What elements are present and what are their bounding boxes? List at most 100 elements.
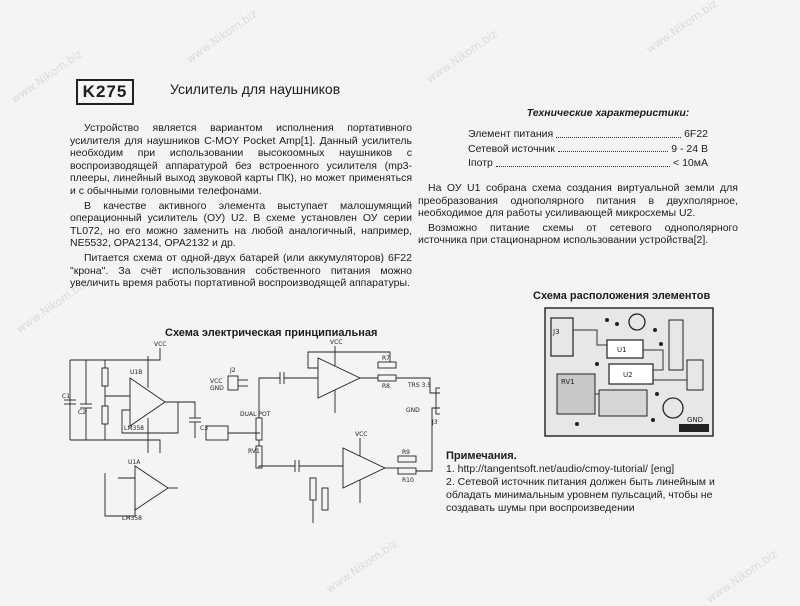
- pcb-pad: [651, 418, 655, 422]
- description-paragraph: Питается схема от одной-двух батарей (ил…: [70, 251, 412, 290]
- spec-value: 9 - 24 В: [671, 142, 708, 155]
- pcb-pad: [653, 328, 657, 332]
- pcb-component: [668, 319, 684, 371]
- layout-title: Схема расположения элементов: [533, 290, 711, 302]
- circuit-paragraph: На ОУ U1 собрана схема создания виртуаль…: [418, 182, 738, 220]
- label-gnd: GND: [406, 407, 420, 414]
- description: Устройство является вариантом исполнения…: [70, 122, 412, 292]
- resistor-r8: [377, 374, 397, 382]
- label-c1: C1: [62, 393, 70, 400]
- resistor-r9: [397, 455, 417, 463]
- watermark-6: www.Nikom.biz: [323, 537, 400, 596]
- pcb-pad: [595, 362, 599, 366]
- schematic-diagram: U1B LM358 U1A LM358 VCC VCC GND VCC VCC …: [62, 339, 440, 523]
- pcb-chip-u2: [608, 363, 654, 385]
- watermark-2: www.Nikom.biz: [183, 7, 260, 66]
- spec-leader: [557, 142, 669, 152]
- label-gnd: GND: [210, 385, 224, 392]
- pcb-capacitor: [662, 397, 684, 419]
- wire: [70, 439, 161, 453]
- pcb-trace: [573, 329, 607, 346]
- wire: [258, 377, 280, 418]
- pcb-capacitor: [628, 313, 646, 331]
- specs-block: Технические характеристики: Элемент пита…: [468, 107, 718, 171]
- description-paragraph: В качестве активного элемента выступает …: [70, 199, 412, 250]
- opamp-u1b: [129, 377, 166, 427]
- watermark-1: www.Nikom.biz: [8, 47, 85, 106]
- page-title: Усилитель для наушников: [170, 81, 341, 97]
- spec-label: Элемент питания: [468, 128, 554, 140]
- label-u1b: U1B: [130, 369, 142, 376]
- spec-row: Сетевой источник 9 - 24 В: [468, 142, 718, 157]
- notes: Примечания. 1. http://tangentsoft.net/au…: [446, 450, 756, 515]
- opamp-u2b: [342, 447, 387, 489]
- label-j3: J3: [431, 419, 438, 426]
- label-lm358: LM358: [122, 515, 142, 522]
- pcb-component: [686, 359, 704, 391]
- spec-value: 6F22: [684, 128, 708, 140]
- power-connector: [227, 375, 239, 391]
- spec-label: Iпотр: [468, 157, 493, 169]
- spec-leader: [495, 156, 671, 167]
- spec-row: Элемент питания 6F22: [468, 127, 718, 142]
- pcb-pad: [655, 392, 659, 396]
- specs-heading: Технические характеристики:: [526, 107, 690, 119]
- pcb-chip-u1: [606, 339, 644, 359]
- label-trs: TRS 3.5: [407, 382, 431, 389]
- note-item: 1. http://tangentsoft.net/audio/cmoy-tut…: [446, 463, 675, 475]
- trs-jack: [435, 387, 440, 415]
- resistor: [101, 405, 109, 425]
- pcb-label-u2: U2: [623, 371, 633, 379]
- spec-value: < 10мА: [673, 157, 708, 169]
- opamp-u2a: [317, 357, 362, 399]
- pcb-label-rv1: RV1: [561, 378, 575, 386]
- pcb-trace: [643, 349, 664, 371]
- wire: [416, 407, 440, 472]
- pcb-layout-diagram: J3 RV1 U1 U2 GND: [544, 307, 714, 437]
- label-u1a: U1A: [128, 459, 141, 466]
- pcb-pad: [605, 318, 609, 322]
- pcb-label-gnd: GND: [687, 416, 703, 424]
- watermark-7: www.Nikom.biz: [703, 547, 780, 606]
- label-j2: J2: [229, 367, 236, 374]
- wire: [104, 473, 136, 517]
- watermark-3: www.Nikom.biz: [423, 27, 500, 86]
- pcb-connector-j3: [550, 317, 574, 357]
- pcb-zone: [556, 373, 596, 415]
- wire: [121, 401, 179, 434]
- resistor: [309, 477, 317, 501]
- pcb-component: [598, 389, 648, 417]
- resistor-r10: [397, 467, 417, 475]
- spec-leader: [556, 127, 682, 138]
- circuit-notes: На ОУ U1 собрана схема создания виртуаль…: [418, 182, 738, 249]
- label-c2: C2: [78, 409, 86, 416]
- label-r8: R8: [382, 383, 390, 390]
- description-paragraph: Устройство является вариантом исполнения…: [70, 122, 412, 197]
- label-r10: R10: [402, 477, 414, 484]
- label-r9: R9: [402, 449, 410, 456]
- label-r7: R7: [382, 355, 390, 362]
- resistor: [321, 487, 329, 511]
- note-item: 2. Сетевой источник питания должен быть …: [446, 476, 715, 514]
- label-vcc: VCC: [330, 339, 342, 346]
- schematic-title: Схема электрическая принципиальная: [165, 327, 378, 339]
- spec-label: Сетевой источник: [468, 142, 555, 155]
- watermark-4: www.Nikom.biz: [643, 0, 720, 56]
- wire: [258, 465, 295, 468]
- kit-code: K275: [76, 79, 134, 105]
- pcb-pad: [659, 342, 663, 346]
- pcb-connector: [679, 424, 709, 432]
- dual-pot: [205, 425, 229, 441]
- label-vcc: VCC: [210, 378, 222, 385]
- pcb-label-j3: J3: [552, 328, 560, 336]
- circuit-paragraph: Возможно питание схемы от сетевого одноп…: [418, 221, 738, 247]
- resistor: [255, 417, 263, 441]
- label-rv1: RV1: [248, 448, 260, 455]
- spec-row: Iпотр < 10мА: [468, 156, 718, 171]
- opamp-u1a: [134, 465, 169, 511]
- resistor: [101, 367, 109, 387]
- wire: [178, 401, 196, 418]
- wire: [307, 351, 391, 369]
- notes-heading: Примечания.: [446, 450, 517, 462]
- wire: [396, 377, 440, 394]
